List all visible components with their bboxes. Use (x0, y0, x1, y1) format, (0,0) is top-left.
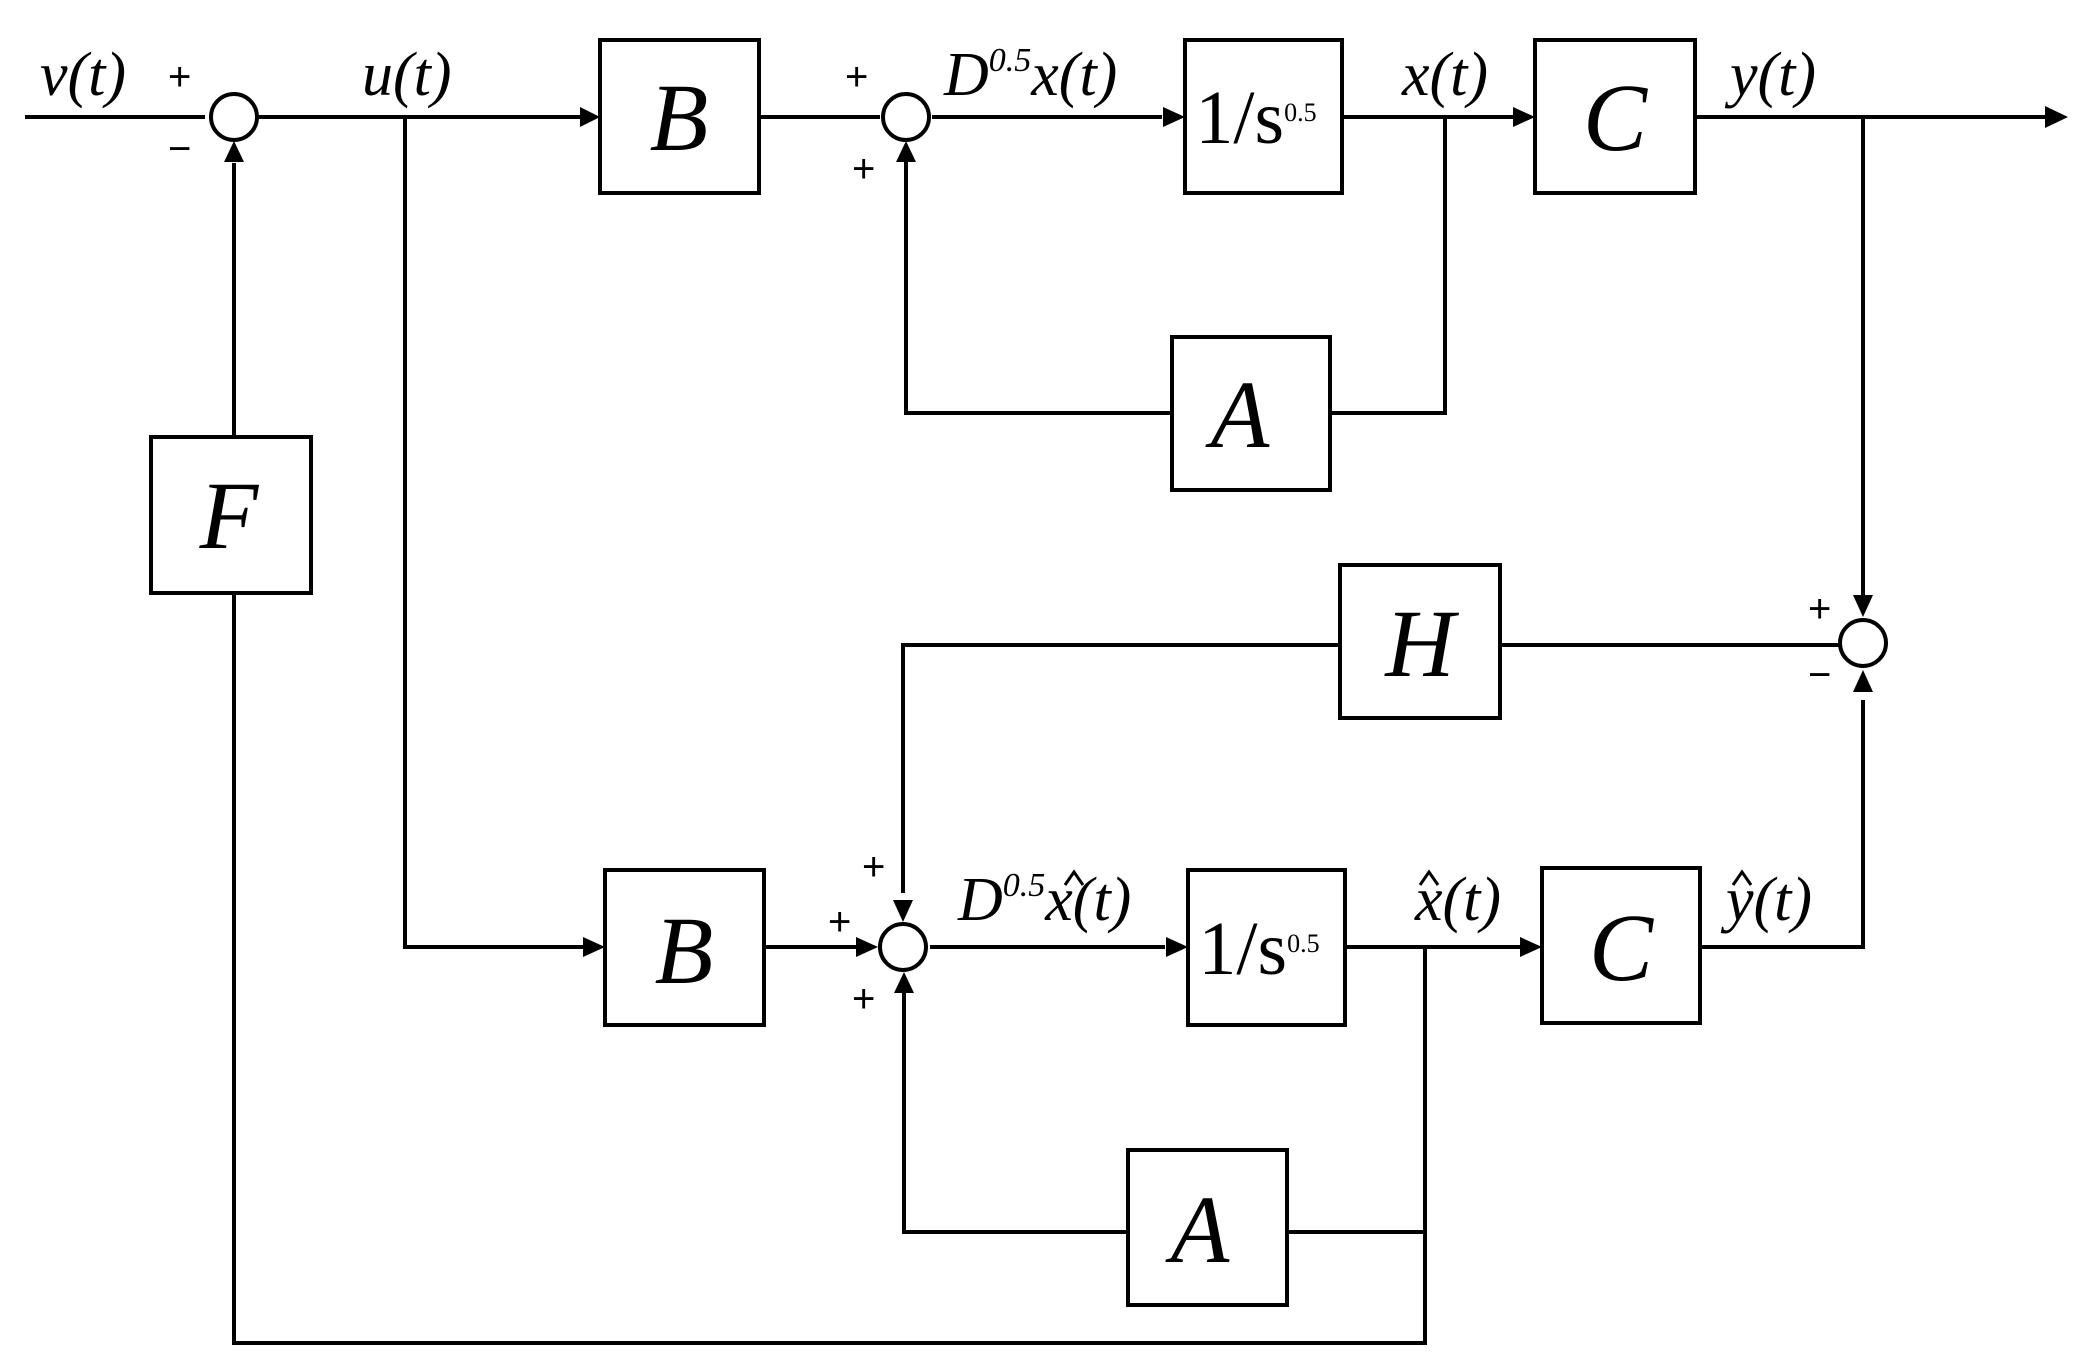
summing-junction-input (209, 92, 259, 142)
signal-label-x: x(t) (1401, 41, 1488, 109)
block-h-label: H (1383, 590, 1459, 697)
signal-label-xhat: x(t) (1414, 866, 1501, 934)
sign-sum3-plus: + (1808, 587, 1831, 631)
hat-mark-yhat (1731, 869, 1753, 886)
sign-sum4-plus-bottom: + (852, 977, 875, 1021)
signal-label-y: y(t) (1724, 41, 1816, 109)
block-c-top (1533, 38, 1697, 195)
arrow-into-int-bottom (1166, 937, 1188, 957)
block-h (1338, 563, 1502, 720)
arrowheads (224, 106, 2068, 993)
sign-sum1-minus: − (168, 127, 191, 171)
arrow-into-int-top (1163, 107, 1185, 127)
block-b-bottom (603, 868, 766, 1027)
summing-junction-observer (878, 922, 928, 972)
wire-h-to-sum4 (901, 643, 1340, 893)
arrow-into-sum3-from-yhat (1853, 670, 1873, 692)
arrow-into-sum1-from-f (224, 141, 244, 162)
wire-a-top-to-sum2 (904, 160, 1172, 415)
arrow-into-sum4-from-h (893, 900, 913, 922)
sign-sum2-plus-bottom: + (852, 147, 875, 191)
connections (25, 115, 2045, 1345)
arrow-into-sum2-from-a (896, 141, 916, 162)
block-integrator-bottom (1186, 868, 1347, 1027)
block-c-bottom-label: C (1589, 894, 1654, 1001)
block-b-top-label: B (650, 64, 709, 171)
arrow-into-c-bottom (1520, 937, 1542, 957)
block-a-top-label: A (1205, 361, 1270, 468)
block-a-bottom-label: A (1165, 1176, 1230, 1283)
block-integrator-bottom-label: 1/s0.5 (1198, 907, 1319, 991)
block-b-top (598, 38, 761, 195)
wire-x-to-a-top (1330, 117, 1447, 415)
block-f (149, 435, 313, 595)
block-c-top-label: C (1583, 64, 1648, 171)
summing-junction-plant (881, 92, 931, 142)
wire-a-bottom-to-sum4 (902, 990, 1128, 1234)
arrow-into-sum4-from-b (856, 937, 878, 957)
arrow-into-sum3-from-y (1853, 595, 1873, 617)
sign-sum1-plus: + (168, 55, 191, 99)
wire-xhat-to-f (232, 593, 1427, 1345)
arrow-into-sum4-from-a (894, 972, 914, 993)
arrow-output (2045, 106, 2068, 128)
wire-yhat-to-sum3 (1700, 700, 1865, 949)
arrow-into-c-top (1513, 107, 1535, 127)
arrow-into-b-top (580, 107, 600, 127)
signal-label-frac-x: D0.5x(t) (943, 41, 1117, 109)
hat-mark-xhat (1418, 869, 1440, 886)
block-b-bottom-label: B (655, 897, 714, 1004)
wire-u-to-b-bottom (403, 117, 590, 949)
block-c-bottom (1540, 866, 1702, 1025)
signal-label-u: u(t) (362, 41, 452, 109)
signal-label-v: v(t) (40, 41, 126, 109)
block-a-top (1170, 335, 1332, 492)
block-f-label: F (199, 462, 260, 569)
block-integrator-top-label: 1/s0.5 (1195, 76, 1316, 160)
sign-sum3-minus: − (1808, 653, 1831, 697)
hat-mark-frac-xhat (1063, 869, 1085, 886)
sign-sum2-plus-left: + (845, 55, 868, 99)
block-a-bottom (1126, 1148, 1289, 1307)
summing-junction-error (1838, 618, 1888, 668)
signal-label-frac-xhat: D0.5x(t) (957, 866, 1131, 934)
signal-label-yhat: y(t) (1720, 866, 1812, 934)
block-integrator-top (1183, 38, 1344, 195)
sign-sum4-plus-left: + (828, 900, 851, 944)
sign-sum4-plus-top: + (862, 845, 885, 889)
arrow-into-b-bottom (583, 937, 605, 957)
